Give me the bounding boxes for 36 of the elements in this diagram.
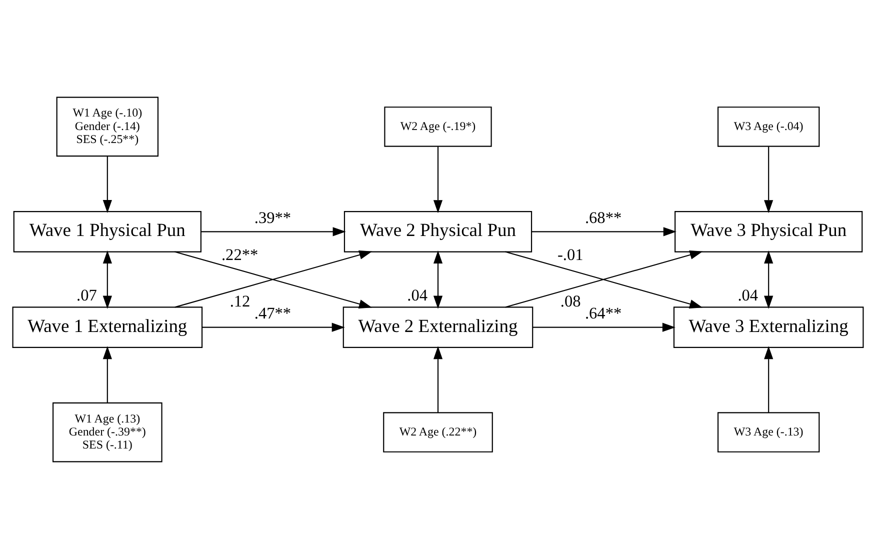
node-box: Wave 1 Externalizing — [12, 306, 203, 348]
node-box: W2 Age (-.19*) — [384, 106, 492, 147]
node-box: W1 Age (.13) Gender (-.39**) SES (-.11) — [52, 402, 162, 462]
edge-label: .08 — [560, 292, 581, 311]
arrow — [764, 146, 774, 214]
node-box: Wave 2 Externalizing — [342, 306, 534, 348]
edge-label: .07 — [76, 285, 97, 304]
arrow — [433, 146, 443, 214]
edge-label: .04 — [407, 285, 428, 304]
edge-label: .12 — [230, 292, 250, 311]
arrow — [764, 346, 774, 413]
node-box: Wave 3 Externalizing — [673, 306, 864, 348]
node-box: W3 Age (-.13) — [717, 412, 820, 452]
arrow — [102, 346, 112, 403]
node-box: Wave 1 Physical Pun — [13, 211, 202, 252]
node-box: Wave 3 Physical Pun — [674, 211, 863, 252]
arrow — [102, 156, 112, 214]
edge-label: .68** — [584, 208, 622, 227]
arrow — [201, 227, 346, 236]
node-box: Wave 2 Physical Pun — [344, 211, 532, 252]
node-box: W1 Age (-.10) Gender (-.14) SES (-.25**) — [56, 96, 159, 157]
node-box: W2 Age (.22**) — [383, 412, 493, 452]
arrow — [433, 250, 443, 309]
arrow — [433, 346, 443, 413]
edge-label: .22** — [221, 244, 258, 264]
arrow — [532, 227, 676, 236]
edge-label: .04 — [738, 285, 758, 304]
node-box: W3 Age (-.04) — [717, 106, 820, 147]
arrow — [102, 250, 112, 309]
arrow — [764, 250, 774, 309]
edge-label: .47** — [254, 304, 292, 323]
arrow — [532, 322, 676, 332]
edge-label: .39** — [254, 208, 292, 227]
arrow — [202, 322, 345, 332]
edge-label: .64** — [584, 304, 622, 323]
edge-label: -.01 — [557, 244, 584, 264]
